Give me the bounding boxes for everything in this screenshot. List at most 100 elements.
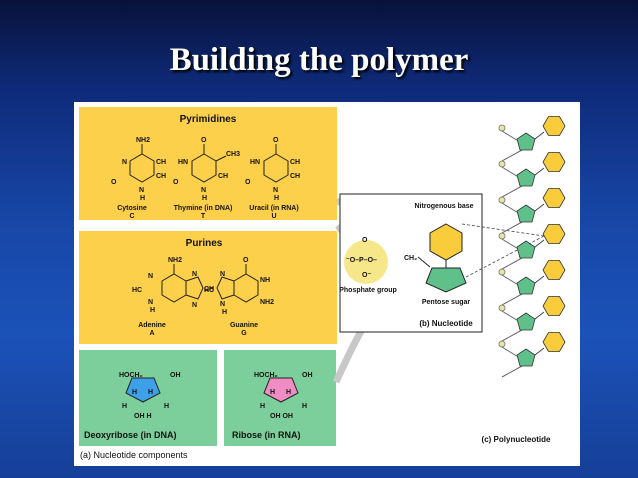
- cytosine-letter: C: [129, 213, 134, 220]
- phosphate-o-bottom: O⁻: [362, 272, 371, 279]
- panel-c-caption: (c) Polynucleotide: [482, 435, 551, 444]
- guanine-structure: [216, 264, 259, 303]
- phosphate-group-label: Phosphate group: [339, 287, 397, 294]
- adenine-nh2: NH2: [168, 257, 182, 264]
- uracil-o: O: [273, 137, 279, 144]
- panel-a-caption: (a) Nucleotide components: [80, 450, 188, 460]
- adenine-n3: N: [148, 299, 153, 306]
- uracil-n: N: [273, 187, 278, 194]
- panel-b-caption: (b) Nucleotide: [419, 319, 473, 328]
- guanine-nh: NH: [260, 277, 270, 284]
- chain-base-bond: [534, 203, 545, 212]
- cytosine-ch2: CH: [156, 173, 166, 180]
- chain-base: [542, 152, 566, 172]
- pentose-sugar-label: Pentose sugar: [422, 299, 471, 306]
- chain-backbone: [501, 149, 523, 162]
- uracil-structure: [263, 144, 289, 183]
- phosphate-o-top: O: [362, 237, 368, 244]
- pyrimidines-title: Pyrimidines: [180, 114, 237, 125]
- chain-phosphate: [498, 340, 506, 348]
- chain-backbone: [501, 293, 523, 306]
- uracil-letter: U: [271, 213, 276, 220]
- ribose-h3: H: [260, 403, 265, 410]
- guanine-hc: HC: [204, 287, 214, 294]
- pyrimidines-panel: [79, 107, 337, 220]
- thymine-n: N: [201, 187, 206, 194]
- guanine-n1: N: [220, 271, 225, 278]
- adenine-n4: N: [192, 302, 197, 309]
- chain-phosphate: [498, 268, 506, 276]
- chain-base: [542, 188, 566, 208]
- nucleotide-figure: Pyrimidines NH2 N CH CH O N H O HN CH3 C…: [74, 102, 580, 466]
- chain-base: [542, 296, 566, 316]
- uracil-ch2: CH: [290, 173, 300, 180]
- adenine-n2: N: [192, 271, 197, 278]
- thymine-ch: CH: [218, 173, 228, 180]
- chain-sugar: [516, 168, 536, 187]
- guanine-n2: N: [220, 301, 225, 308]
- thymine-ch3: CH3: [226, 151, 240, 158]
- uracil-hn: HN: [250, 159, 260, 166]
- guanine-letter: G: [241, 330, 247, 337]
- chain-sugar: [516, 348, 536, 367]
- chain-base-bond: [534, 311, 545, 320]
- ribose-h1: H: [270, 389, 275, 396]
- deoxyribose-label: Deoxyribose (in DNA): [84, 430, 177, 440]
- thymine-letter: T: [201, 213, 206, 220]
- chain-base-bond: [534, 167, 545, 176]
- chain-backbone: [501, 257, 523, 270]
- slide-title: Building the polymer: [169, 42, 469, 78]
- adenine-structure: [161, 264, 204, 303]
- chain-base: [542, 224, 566, 244]
- adenine-hc: HC: [132, 287, 142, 294]
- thymine-o2: O: [173, 179, 179, 186]
- chain-phosphate: [498, 160, 506, 168]
- guanine-label: Guanine: [230, 322, 258, 329]
- guanine-nh2: NH2: [260, 299, 274, 306]
- cytosine-label: Cytosine: [117, 205, 147, 212]
- ribose-hoch2: HOCH₂: [254, 372, 278, 379]
- chain-phosphate: [498, 124, 506, 132]
- uracil-ch1: CH: [290, 159, 300, 166]
- thymine-structure: [191, 144, 227, 183]
- uracil-label: Uracil (in RNA): [249, 205, 298, 212]
- chain-sugar: [516, 204, 536, 223]
- ribose-ring: [263, 377, 299, 403]
- chain-base: [542, 116, 566, 136]
- purines-title: Purines: [186, 238, 223, 249]
- adenine-h: H: [150, 307, 155, 314]
- guanine-h: H: [222, 309, 227, 316]
- cytosine-n: N: [122, 159, 127, 166]
- ribose-label: Ribose (in RNA): [232, 430, 301, 440]
- chain-backbone: [501, 185, 523, 198]
- ribose-h4: H: [302, 403, 307, 410]
- ribose-h2: H: [286, 389, 291, 396]
- nucleotide-ch2: CH₂: [404, 255, 417, 262]
- chain-phosphate: [498, 304, 506, 312]
- chain-backbone: [501, 329, 523, 342]
- chain-base: [542, 332, 566, 352]
- chain-sugar: [516, 312, 536, 331]
- thymine-hn: HN: [178, 159, 188, 166]
- phosphate-chain: ⁻O–P–O–: [346, 257, 377, 264]
- chain-base-bond: [534, 131, 545, 140]
- nitrogenous-base-label: Nitrogenous base: [414, 203, 473, 210]
- figure-svg: Pyrimidines NH2 N CH CH O N H O HN CH3 C…: [79, 107, 566, 460]
- deoxyribose-ring: [125, 377, 161, 403]
- cytosine-o: O: [111, 179, 117, 186]
- cytosine-structure: [129, 144, 155, 183]
- adenine-n1: N: [148, 273, 153, 280]
- polynucleotide-chain: [498, 116, 566, 378]
- cytosine-nh: N: [139, 187, 144, 194]
- cytosine-nh2: NH2: [136, 137, 150, 144]
- deoxyribose-h4: H: [164, 403, 169, 410]
- dash-line-1: [461, 223, 545, 237]
- cytosine-h: H: [140, 195, 145, 202]
- chain-base: [542, 260, 566, 280]
- deoxyribose-h1: H: [132, 389, 137, 396]
- chain-phosphate: [498, 196, 506, 204]
- adenine-label: Adenine: [138, 322, 166, 329]
- chain-sugar: [516, 276, 536, 295]
- thymine-o: O: [201, 137, 207, 144]
- deoxyribose-oh1: OH: [170, 372, 181, 379]
